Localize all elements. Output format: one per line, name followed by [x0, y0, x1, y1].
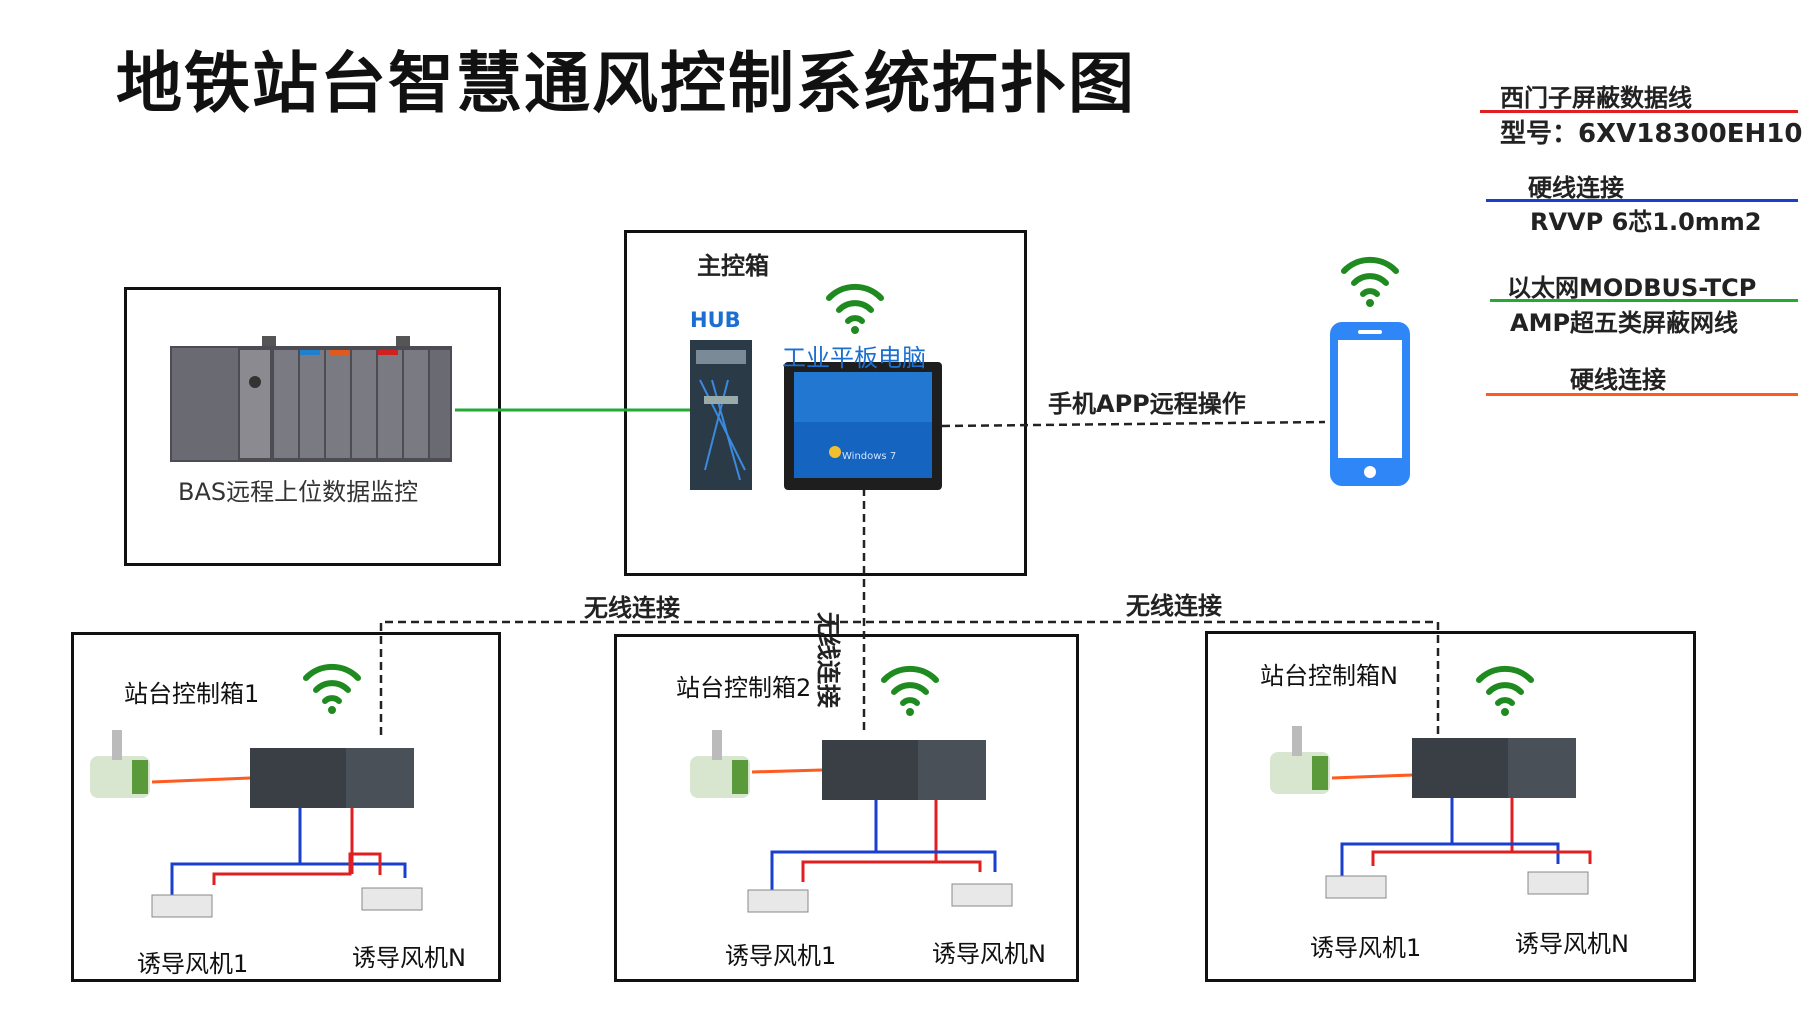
phone-device [1330, 322, 1410, 486]
legend-1-line2: 型号：6XV18300EH10 [1500, 119, 1802, 149]
wireless-bus-link [379, 620, 1440, 738]
legend-3-line2: AMP超五类屏蔽网线 [1510, 309, 1739, 337]
station-1-equipment [90, 730, 423, 918]
legend-2-line1: 硬线连接 [1528, 174, 1624, 202]
industrial-pc [784, 362, 942, 490]
vertical-wireless-label: 无线连接 [814, 612, 842, 708]
legend-3-swatch [1490, 299, 1798, 302]
station-2-equipment [690, 730, 1013, 913]
station-box-2 [614, 634, 1079, 982]
phone-link-label: 手机APP远程操作 [1048, 390, 1246, 418]
legend-2-line2: RVVP 6芯1.0mm2 [1530, 208, 1762, 236]
station-n-equipment [1270, 726, 1592, 899]
legend-1-swatch [1480, 110, 1798, 113]
legend-4-swatch [1486, 393, 1798, 396]
plc-rack-image [170, 336, 452, 462]
phone-dashed-link [941, 420, 1326, 428]
station-n-fan-left: 诱导风机1 [1310, 934, 1422, 962]
legend-1-line1: 西门子屏蔽数据线 [1500, 84, 1692, 112]
page-title: 地铁站台智慧通风控制系统拓扑图 [116, 45, 1136, 122]
station-1-fan-left: 诱导风机1 [137, 950, 249, 978]
station-2-label: 站台控制箱2 [676, 674, 812, 702]
left-wireless-label: 无线连接 [584, 594, 680, 622]
station-2-fan-right: 诱导风机N [932, 940, 1046, 968]
station-1-fan-right: 诱导风机N [352, 944, 466, 972]
hub-device [690, 340, 752, 490]
station-1-label: 站台控制箱1 [124, 680, 260, 708]
station-2-fan-left: 诱导风机1 [725, 942, 837, 970]
hub-label: HUB [690, 308, 741, 332]
station-n-fan-right: 诱导风机N [1515, 930, 1629, 958]
legend-2-swatch [1486, 199, 1798, 202]
right-wireless-label: 无线连接 [1126, 592, 1222, 620]
bas-label: BAS远程上位数据监控 [178, 478, 419, 506]
legend-3-line1: 以太网MODBUS-TCP [1507, 274, 1757, 302]
main-box-label: 主控箱 [697, 252, 769, 280]
station-n-label: 站台控制箱N [1260, 662, 1398, 690]
pc-label: 工业平板电脑 [782, 344, 926, 372]
legend-4-line1: 硬线连接 [1570, 366, 1666, 394]
pc-screen-text: Windows 7 [842, 451, 897, 462]
wifi-icons [303, 256, 1534, 716]
station-box-n [1205, 631, 1696, 982]
